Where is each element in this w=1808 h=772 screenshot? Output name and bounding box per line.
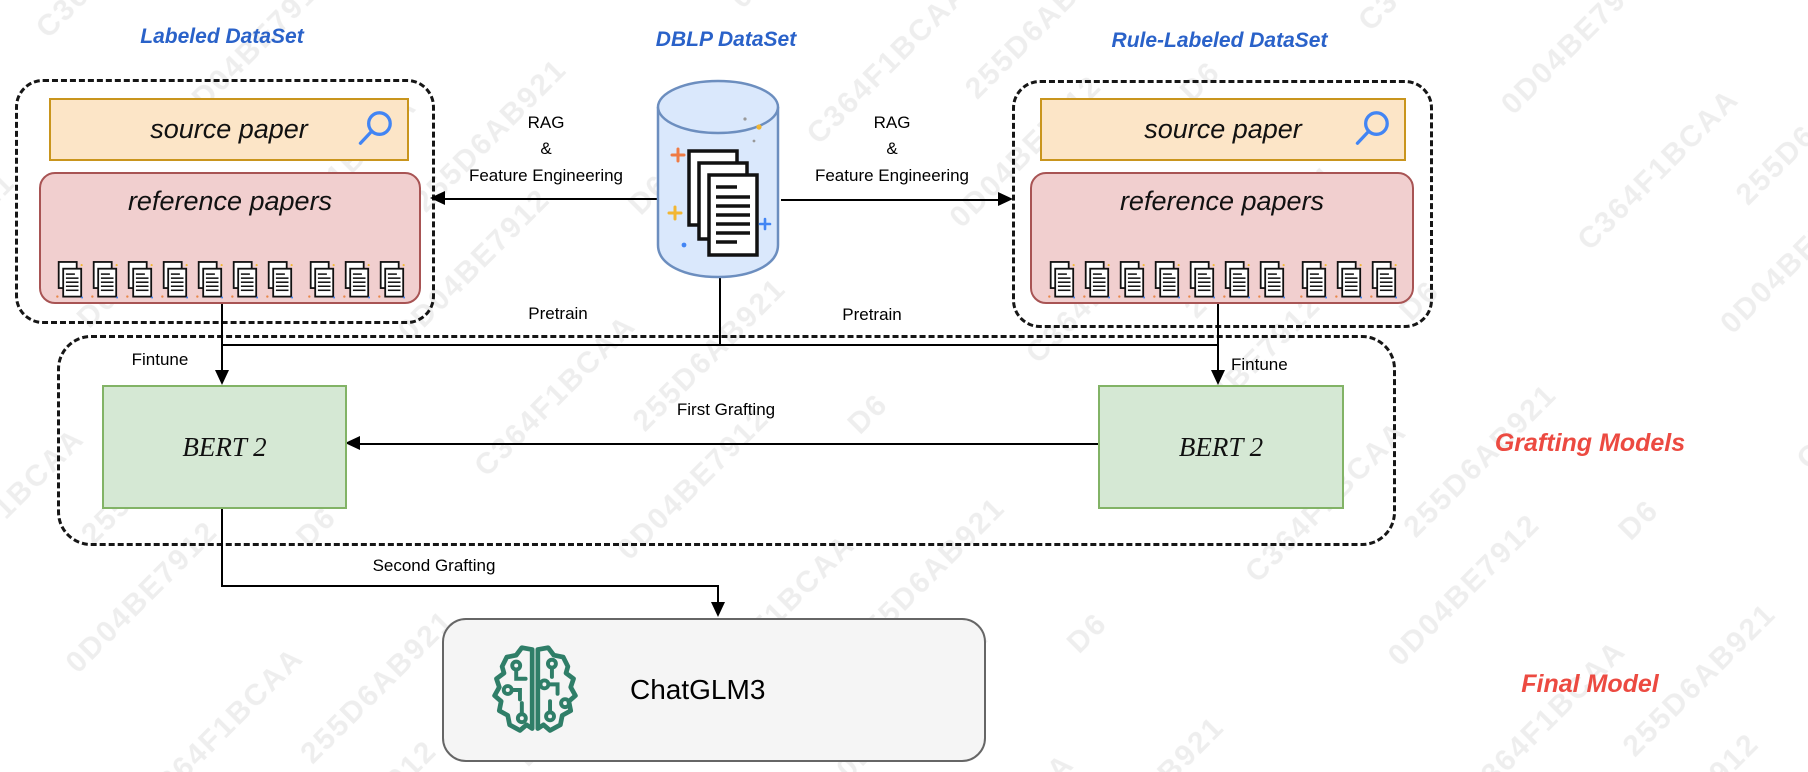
search-icon [356,109,394,147]
rule-labeled-dataset-title: Rule-Labeled DataSet [1111,29,1328,52]
grafting-models-container [57,335,1396,546]
reference-papers-label: reference papers [127,186,333,216]
arrowhead-left [345,436,360,450]
feature-engineering-line: Feature Engineering [814,165,970,185]
chatglm3-box: ChatGLM3 [442,618,986,762]
document-stack-icon [343,260,370,299]
arrowhead-down [215,370,229,385]
document-stack-icon [1223,260,1250,299]
bert-box-left: BERT 2 [102,385,347,509]
search-icon [1353,109,1391,147]
edge-second-grafting-h [221,585,719,587]
database-icon [656,79,780,279]
rule-labeled-dataset-container [1012,80,1433,328]
labeled-dataset-title: Labeled DataSet [140,25,304,48]
amp-line: & [886,139,898,159]
document-stack-icon [266,260,293,299]
feature-engineering-line: Feature Engineering [468,165,624,185]
final-model-label: Final Model [1521,670,1659,698]
arrowhead-right [998,192,1013,206]
document-stack-icon [1300,260,1327,299]
arrowhead-left [430,191,445,205]
rag-left-label: RAG & Feature Engineering [431,110,661,189]
edge-rag-left-line [443,198,658,200]
document-stack-icon [91,260,118,299]
reference-doc-icons [49,260,411,299]
edge-fintune-left-line [221,300,223,372]
fintune-left-label: Fintune [131,350,189,369]
document-stack-icon [1335,260,1362,299]
reference-papers-box-left: reference papers [39,172,421,304]
rag-right-label: RAG & Feature Engineering [782,110,1002,189]
source-paper-box-left: source paper [49,98,409,161]
database-doc-stack [687,149,759,257]
document-stack-icon [196,260,223,299]
pretrain-right-label: Pretrain [842,305,902,324]
fintune-right-label: Fintune [1231,355,1288,374]
brain-circuit-icon [488,642,582,738]
source-paper-label: source paper [150,114,308,144]
chatglm3-label: ChatGLM3 [630,674,766,705]
document-stack-icon [1188,260,1215,299]
edge-first-grafting-line [358,443,1098,445]
document-stack-icon [126,260,153,299]
second-grafting-label: Second Grafting [372,556,496,575]
grafting-models-label: Grafting Models [1494,429,1686,457]
document-stack-icon [1118,260,1145,299]
reference-papers-box-right: reference papers [1030,172,1414,304]
dblp-dataset-title: DBLP DataSet [655,28,797,51]
reference-doc-icons [1040,260,1404,299]
source-paper-label: source paper [1144,114,1302,144]
bert-label: BERT 2 [182,431,267,462]
edge-fintune-right-line [1217,300,1219,372]
first-grafting-label: First Grafting [676,400,776,419]
database-sparkles [667,117,772,248]
document-stack-icon [1370,260,1397,299]
document-stack-icon [231,260,258,299]
pretrain-left-label: Pretrain [528,304,588,323]
document-stack-icon [1083,260,1110,299]
document-stack-icon [56,260,83,299]
document-stack-icon [308,260,335,299]
edge-pretrain-line [222,344,1218,346]
arrowhead-down [711,602,725,617]
document-stack-icon [161,260,188,299]
bert-label: BERT 2 [1178,431,1264,462]
source-paper-box-right: source paper [1040,98,1406,161]
edge-second-grafting-v2 [717,585,719,605]
document-stack-icon [1153,260,1180,299]
edge-second-grafting-v1 [221,505,223,587]
edge-rag-right-line [781,199,1000,201]
edge-db-down-line [719,264,721,345]
arrowhead-down [1211,370,1225,385]
document-stack-icon [378,260,405,299]
document-stack-icon [1048,260,1075,299]
rag-line: RAG [527,113,565,132]
document-stack-icon [1258,260,1285,299]
reference-papers-label: reference papers [1119,186,1325,216]
bert-box-right: BERT 2 [1098,385,1344,509]
amp-line: & [540,139,552,159]
rag-line: RAG [873,113,911,132]
